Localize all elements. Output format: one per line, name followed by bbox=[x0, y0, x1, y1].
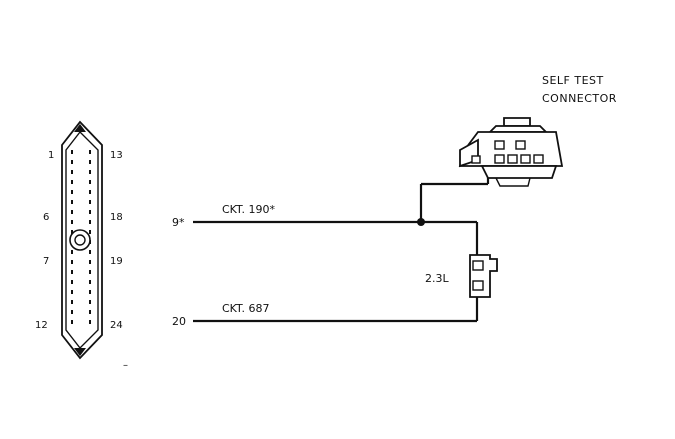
self-test-title-line1: SELF TEST bbox=[542, 74, 604, 87]
wire-ckt-687 bbox=[193, 297, 479, 323]
plug-label: 2.3L bbox=[425, 272, 449, 285]
pin-label-7: 7 bbox=[43, 256, 49, 267]
connector-key-top bbox=[74, 124, 86, 132]
pin-label-6: 6 bbox=[43, 212, 49, 223]
circuit-label-687: CKT. 687 bbox=[222, 302, 269, 315]
pin-label-18: 18 bbox=[110, 212, 123, 223]
ecu-connector bbox=[61, 120, 103, 360]
pin-label-12: 12 bbox=[35, 320, 48, 331]
pin-label-19: 19 bbox=[110, 256, 123, 267]
plug-2-3l bbox=[469, 254, 498, 298]
pin-label-24: 24 bbox=[110, 320, 123, 331]
circuit-label-190: CKT. 190* bbox=[222, 203, 275, 216]
wire-ckt-190 bbox=[193, 176, 490, 255]
pin-label-13: 13 bbox=[110, 150, 123, 161]
splice-point bbox=[417, 218, 425, 226]
stray-mark: – bbox=[123, 360, 128, 371]
pin-label-1: 1 bbox=[48, 150, 54, 161]
connector-key-bottom bbox=[74, 348, 86, 356]
self-test-connector bbox=[458, 117, 564, 187]
self-test-title-line2: CONNECTOR bbox=[542, 92, 617, 105]
wire-pin-9: 9* bbox=[172, 216, 185, 229]
wire-pin-20: 20 bbox=[172, 315, 186, 328]
